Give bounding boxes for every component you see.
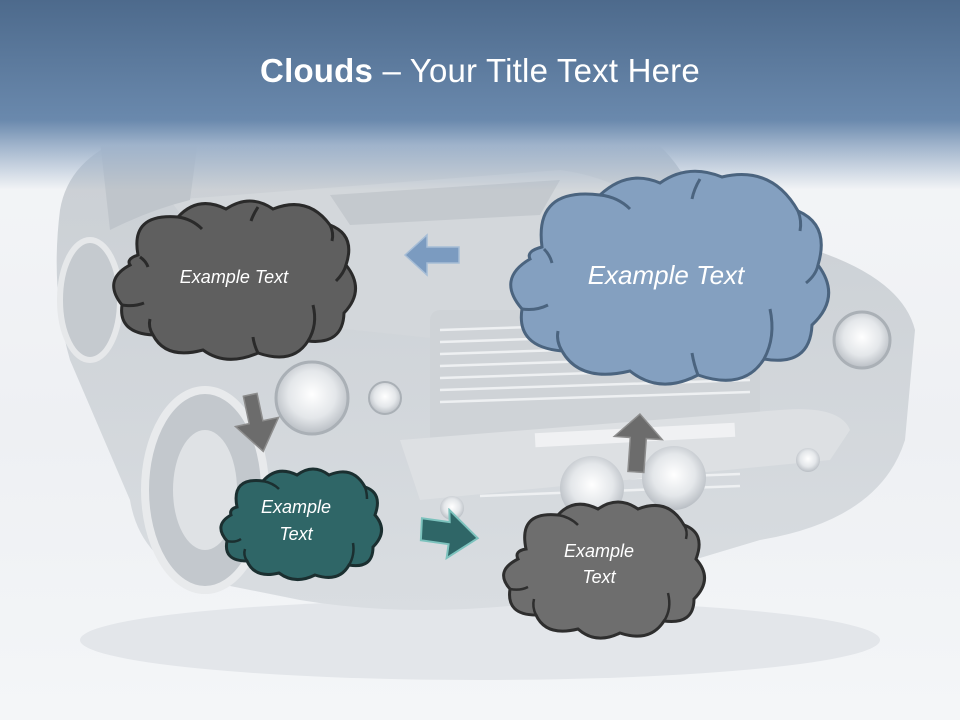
cloud-top-right[interactable]: Example Text [500,167,832,386]
cloud-shape-icon [502,500,706,640]
cloud-text: Example Text [587,259,745,290]
arrow-left-icon [403,233,460,277]
cloud-shape-icon [509,169,831,386]
arrow-down-icon [233,392,280,453]
arrow-up-icon [612,413,664,474]
cloud-text: Example Text [563,540,635,587]
cloud-text: Example Text [179,267,289,288]
cloud-shape-icon [112,199,357,361]
title-bold: Clouds [260,52,374,89]
cloud-text: Example Text [260,497,332,544]
cloud-shape-icon [219,467,383,581]
cloud-bottom-right[interactable]: Example Text [500,497,708,640]
slide-title: Clouds – Your Title Text Here [0,52,960,90]
cloud-top-left[interactable]: Example Text [108,195,360,361]
arrow-right-icon [419,508,480,560]
title-rest: – Your Title Text Here [373,52,700,89]
cloud-bottom-left[interactable]: Example Text [217,465,383,581]
title-bar [0,0,960,190]
